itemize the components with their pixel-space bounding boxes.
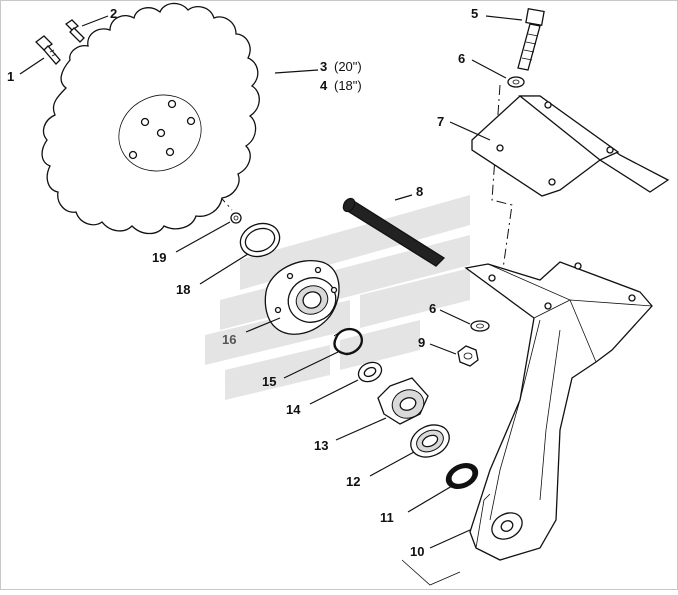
callout-2: 2 — [110, 6, 117, 21]
leader-19 — [175, 221, 231, 253]
leader-15 — [283, 351, 339, 379]
hub-16 — [264, 260, 340, 335]
callout-4-size: (18") — [334, 78, 362, 93]
leader-7 — [449, 121, 491, 141]
callout-12: 12 — [346, 474, 360, 489]
callout-13: 13 — [314, 438, 328, 453]
nut-9 — [457, 345, 479, 367]
leader-2 — [81, 15, 109, 27]
bolt-5 — [517, 7, 545, 71]
callout-3: 3 — [320, 59, 327, 74]
callout-7: 7 — [437, 114, 444, 129]
callout-8: 8 — [416, 184, 423, 199]
bolt-1 — [35, 35, 61, 65]
bracket-7 — [471, 95, 670, 197]
callout-10: 10 — [410, 544, 424, 559]
seal-11 — [445, 462, 479, 490]
leader-8 — [394, 194, 413, 201]
leader-6a — [471, 59, 507, 79]
mounting-arm-10 — [464, 261, 653, 561]
callout-1: 1 — [7, 69, 14, 84]
break-line — [401, 559, 461, 586]
callout-3-size: (20") — [334, 59, 362, 74]
leader-14 — [309, 379, 359, 405]
callout-5: 5 — [471, 6, 478, 21]
mount-axis-line — [491, 84, 513, 291]
washer-14 — [357, 361, 383, 383]
callout-9: 9 — [418, 335, 425, 350]
leader-16 — [245, 317, 281, 333]
grease-fitting-19 — [230, 212, 242, 224]
notched-disc — [41, 2, 260, 235]
leader-18 — [199, 253, 249, 285]
leader-13 — [335, 417, 387, 441]
callout-6a: 6 — [458, 51, 465, 66]
bolt-2 — [64, 19, 85, 43]
washer-6-top — [507, 76, 525, 88]
leader-1 — [19, 57, 45, 75]
leader-5 — [485, 15, 523, 21]
snap-ring-15 — [333, 327, 363, 356]
seal-18 — [239, 222, 281, 258]
pin-8 — [342, 197, 446, 267]
washer-6-lower — [470, 320, 490, 332]
callout-16: 16 — [222, 332, 236, 347]
leader-6b — [439, 309, 471, 325]
callout-19: 19 — [152, 250, 166, 265]
bearing-13 — [377, 377, 429, 425]
callout-11: 11 — [380, 510, 394, 525]
leader-10 — [429, 529, 471, 549]
seal-12 — [410, 424, 450, 458]
leader-3 — [274, 69, 319, 74]
leader-11 — [407, 485, 453, 513]
leader-12 — [369, 451, 415, 477]
callout-4: 4 — [320, 78, 328, 93]
callout-14: 14 — [286, 402, 301, 417]
callout-15: 15 — [262, 374, 276, 389]
leader-9 — [429, 343, 457, 355]
callout-6b: 6 — [429, 301, 436, 316]
callout-18: 18 — [176, 282, 190, 297]
